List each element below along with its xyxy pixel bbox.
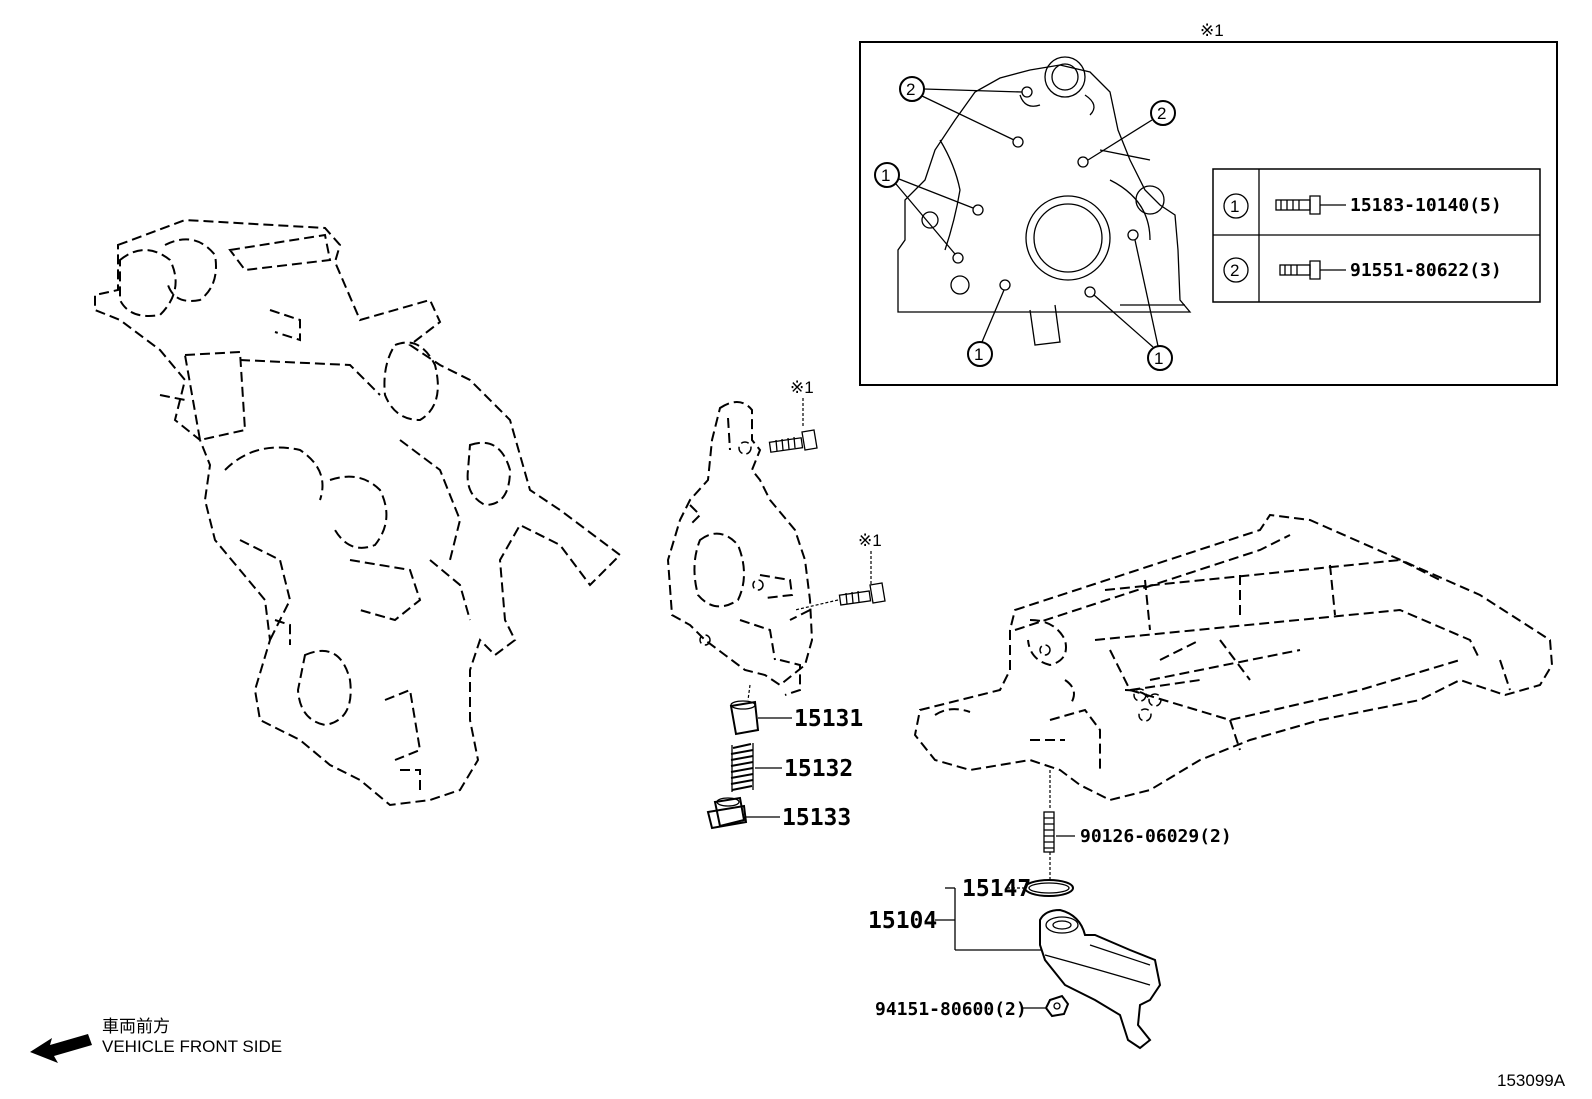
bolt-icon bbox=[1279, 260, 1321, 280]
oil-strainer: 15104 bbox=[868, 887, 1162, 1050]
part-15133: 15133 bbox=[782, 805, 851, 831]
strainer-nut: 94151-80600(2) bbox=[875, 994, 1070, 1020]
inset-legend-table: 1 15183-10140(5) 2 91551-80 bbox=[1212, 168, 1541, 303]
callout-2-a: 2 bbox=[906, 80, 915, 99]
part-90126: 90126-06029(2) bbox=[1080, 826, 1232, 847]
strainer-gasket: 15147 bbox=[962, 876, 1074, 902]
legend-part-1: 15183-10140(5) bbox=[1350, 195, 1502, 216]
callout-2-b: 2 bbox=[1157, 104, 1166, 123]
callout-1-c: 1 bbox=[1154, 349, 1163, 368]
relief-valve-plunger: 15131 bbox=[729, 700, 863, 736]
bolt-icon bbox=[768, 429, 818, 453]
callout-1-a: 1 bbox=[881, 166, 890, 185]
vehicle-front-direction: 車両前方 VEHICLE FRONT SIDE bbox=[30, 1017, 282, 1063]
legend-num-1: 1 bbox=[1230, 197, 1239, 216]
bolt-upper-mark: ※1 bbox=[790, 378, 814, 397]
arrow-left-icon bbox=[30, 1034, 92, 1063]
direction-jp: 車両前方 bbox=[102, 1017, 170, 1036]
direction-en: VEHICLE FRONT SIDE bbox=[102, 1037, 282, 1056]
bolt-icon bbox=[838, 582, 886, 606]
inset-callouts: 2 2 1 1 1 bbox=[874, 76, 1176, 371]
relief-valve-spring: 15132 bbox=[730, 743, 853, 792]
part-94151: 94151-80600(2) bbox=[875, 999, 1027, 1020]
inset-pump-drawing bbox=[897, 56, 1192, 346]
stud-bolt: 90126-06029(2) bbox=[1043, 770, 1232, 880]
callout-1-b: 1 bbox=[974, 345, 983, 364]
part-15131: 15131 bbox=[794, 706, 863, 732]
part-15147: 15147 bbox=[962, 876, 1031, 902]
inset-frame bbox=[859, 41, 1558, 386]
inset-mark: ※1 bbox=[1200, 21, 1224, 40]
oil-pump-body bbox=[666, 401, 814, 696]
bolt-icon bbox=[1275, 195, 1321, 215]
legend-num-2: 2 bbox=[1230, 261, 1239, 280]
inset-detail: ※1 bbox=[859, 21, 1558, 386]
legend-part-2: 91551-80622(3) bbox=[1350, 260, 1502, 281]
pump-bolt-upper: ※1 bbox=[768, 378, 818, 453]
part-15104: 15104 bbox=[868, 908, 937, 934]
timing-cover-phantom bbox=[94, 218, 622, 807]
figure-id: 153099A bbox=[1497, 1071, 1566, 1090]
oil-pan-phantom bbox=[913, 513, 1554, 802]
relief-valve-plug: 15133 bbox=[706, 796, 851, 831]
part-15132: 15132 bbox=[784, 756, 853, 782]
bolt-lower-mark: ※1 bbox=[858, 531, 882, 550]
pump-bolt-lower: ※1 bbox=[794, 531, 886, 611]
relief-valve-stack: 15131 15132 15133 bbox=[706, 684, 863, 831]
